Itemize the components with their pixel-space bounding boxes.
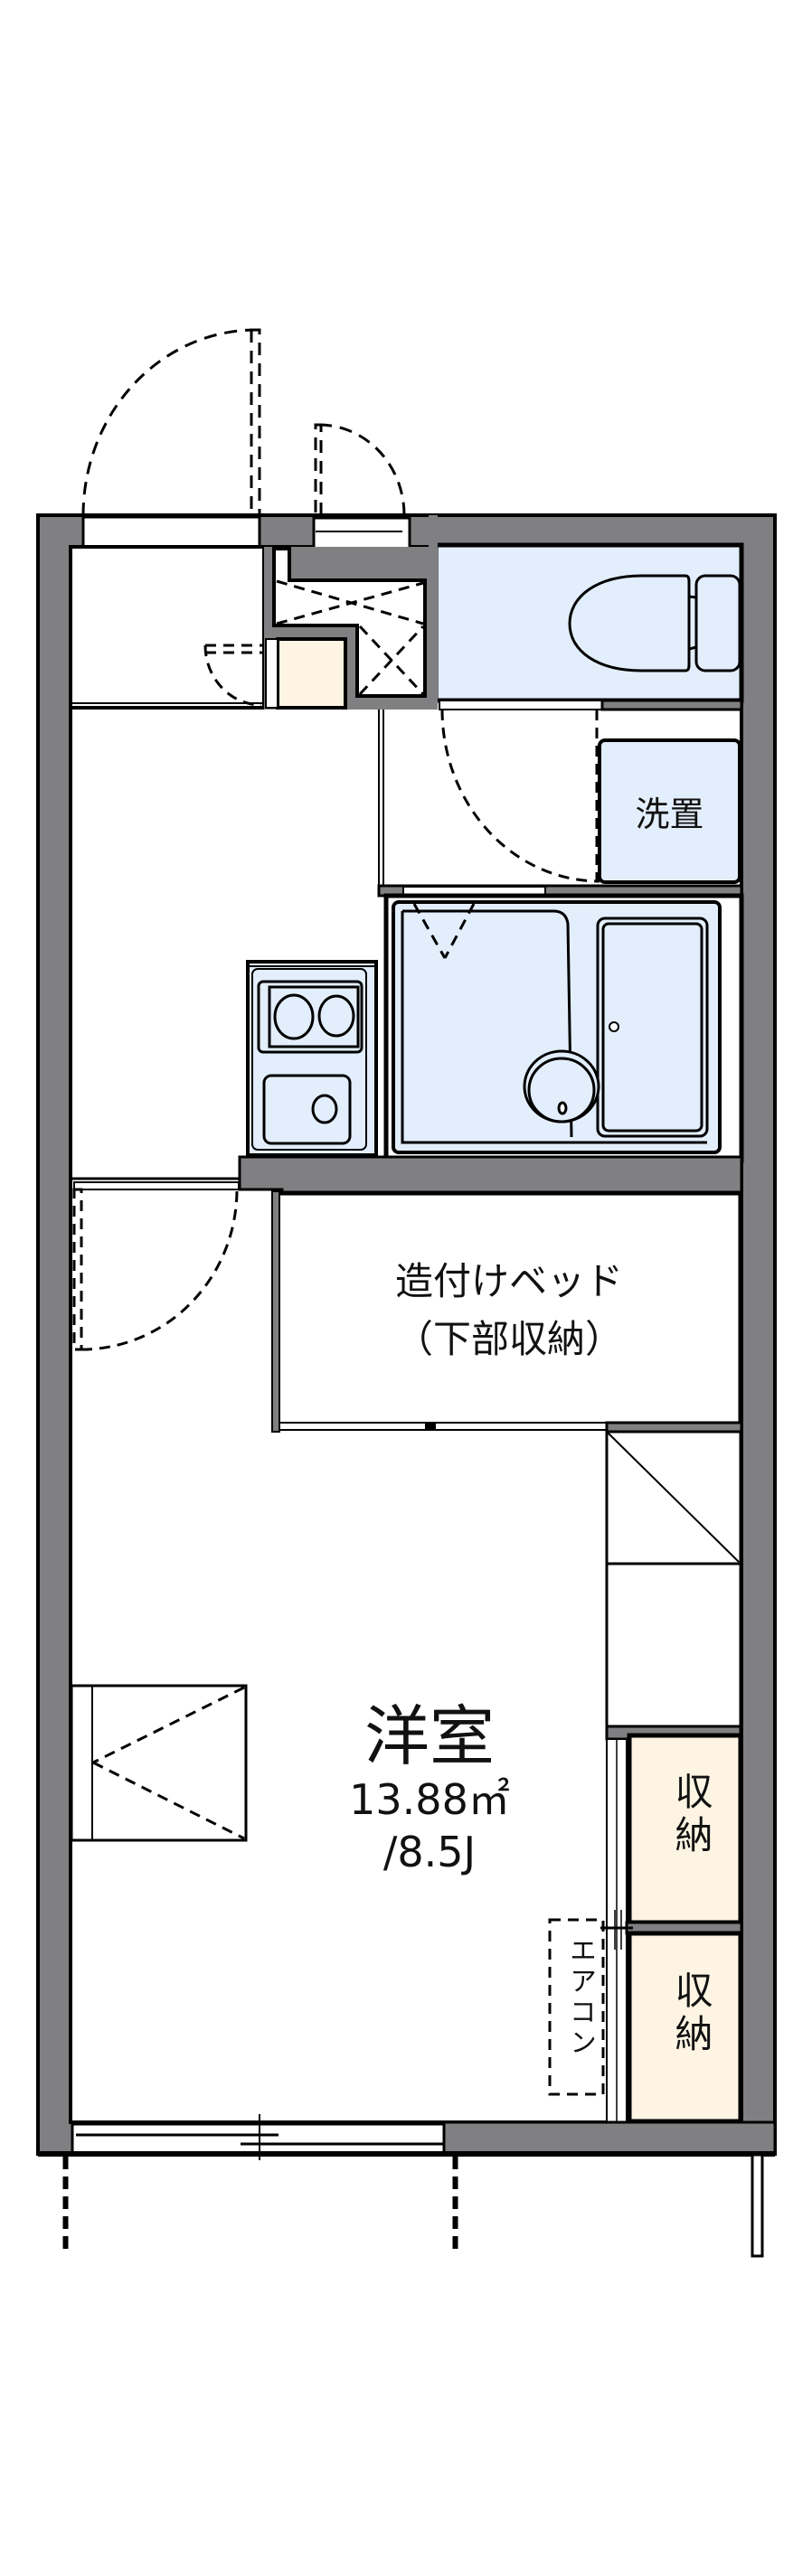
sink-icon xyxy=(262,1074,352,1145)
closet-right-lower xyxy=(605,1562,742,1728)
washroom-label: 洗置 xyxy=(635,794,704,834)
storage-closet-1 xyxy=(627,1733,743,1925)
storage-closet-2 xyxy=(627,1931,743,2124)
entrance-opening xyxy=(81,515,261,549)
pipe-space xyxy=(272,547,427,698)
shoe-cabinet xyxy=(276,637,347,710)
washbasin-icon xyxy=(523,1049,600,1123)
balcony-outline xyxy=(62,2157,458,2252)
western-room-area: 13.88㎡ xyxy=(349,1775,510,1824)
meter-door-swing xyxy=(314,423,406,517)
storage-2-label: 収納 xyxy=(669,1970,713,2057)
balcony-window xyxy=(71,2122,446,2156)
entry-hall xyxy=(69,545,266,710)
bathtub xyxy=(596,917,709,1138)
entry-door-swing xyxy=(203,644,262,707)
washroom-door-swing xyxy=(440,709,600,883)
toilet-icon xyxy=(568,574,741,672)
washing-machine-space xyxy=(598,738,741,884)
bathroom-door-swing xyxy=(412,903,476,959)
bedroom-fixture xyxy=(70,1684,248,1842)
built-in-bed-label: 造付けベッド xyxy=(394,1259,623,1303)
room-door-swing xyxy=(72,1188,239,1351)
kitchen-unit xyxy=(246,960,378,1157)
pipe-space-x xyxy=(276,579,425,696)
kitchen-bed-wall xyxy=(238,1155,743,1195)
air-conditioner-label: エアコン xyxy=(564,1936,596,2059)
balcony-post xyxy=(751,2153,764,2258)
storage-1-label: 収納 xyxy=(669,1772,713,1858)
western-room-label: 洋室 xyxy=(364,1698,495,1774)
western-room-tatami: /8.5J xyxy=(382,1828,477,1876)
built-in-bed-sublabel: （下部収納） xyxy=(394,1317,623,1361)
air-conditioner-outline xyxy=(548,1918,605,2096)
entrance-door-swing xyxy=(81,328,261,517)
